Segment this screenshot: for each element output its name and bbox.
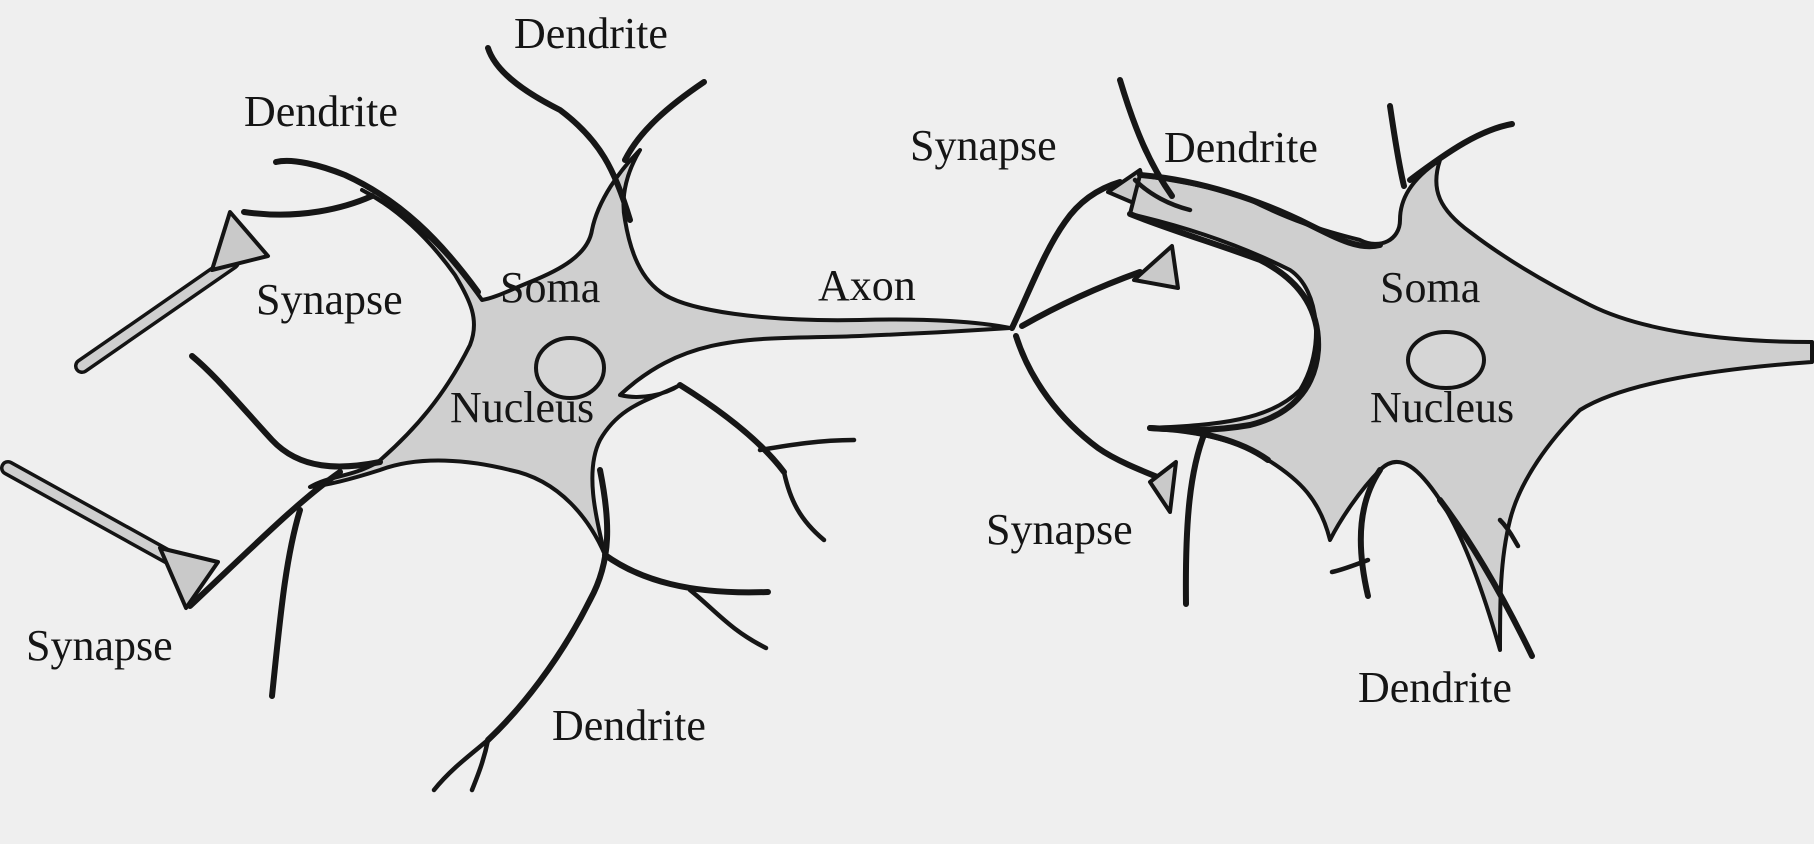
- left-dendrite-right-3: [784, 472, 824, 540]
- synapse-terminal-mid-middle: [1134, 246, 1178, 288]
- left-dendrite-left-3: [272, 510, 300, 696]
- axon-branch-up-2: [1022, 272, 1140, 326]
- synapse-terminal-mid-lower: [1150, 462, 1176, 512]
- label-synapse-bottom-middle: Synapse: [986, 505, 1133, 554]
- label-soma-left: Soma: [500, 263, 600, 312]
- label-dendrite-right-top: Dendrite: [1164, 123, 1318, 172]
- incoming-axon-upper: [82, 212, 268, 366]
- left-soma: [310, 150, 1010, 555]
- left-dendrite-upper-left-2: [244, 196, 372, 215]
- left-dendrite-bottom-4: [605, 555, 768, 592]
- label-dendrite-top: Dendrite: [514, 9, 668, 58]
- label-soma-right: Soma: [1380, 263, 1480, 312]
- synapse-terminal-left-lower: [160, 548, 218, 608]
- incoming-axon-lower: [8, 468, 218, 608]
- label-synapse-left-lower: Synapse: [26, 621, 173, 670]
- label-nucleus-left: Nucleus: [450, 383, 594, 432]
- right-dendrite-top-5: [1410, 124, 1512, 180]
- left-dendrite-left-1: [192, 356, 380, 467]
- left-dendrite-top-2: [625, 82, 704, 160]
- right-dendrite-bottom-2: [1186, 432, 1205, 604]
- right-nucleus-circle: [1408, 332, 1484, 388]
- label-axon: Axon: [818, 261, 916, 310]
- left-dendrite-right-2: [760, 440, 854, 450]
- axon-branch-down: [1016, 336, 1160, 478]
- left-dendrite-left-2: [190, 472, 340, 606]
- left-neuron: [190, 48, 1010, 790]
- right-dendrite-top-4: [1390, 106, 1404, 186]
- label-dendrite-upper-left: Dendrite: [244, 87, 398, 136]
- synapse-terminal-left-upper: [212, 212, 268, 270]
- left-dendrite-upper-left-1: [276, 161, 478, 292]
- label-dendrite-bottom-left: Dendrite: [552, 701, 706, 750]
- label-synapse-left-upper: Synapse: [256, 275, 403, 324]
- label-synapse-top-middle: Synapse: [910, 121, 1057, 170]
- labels: Dendrite Dendrite Synapse Soma Nucleus A…: [26, 9, 1514, 750]
- left-dendrite-bottom-5: [690, 590, 766, 648]
- label-dendrite-right-bottom: Dendrite: [1358, 663, 1512, 712]
- label-nucleus-right: Nucleus: [1370, 383, 1514, 432]
- left-dendrite-right-1: [680, 385, 784, 472]
